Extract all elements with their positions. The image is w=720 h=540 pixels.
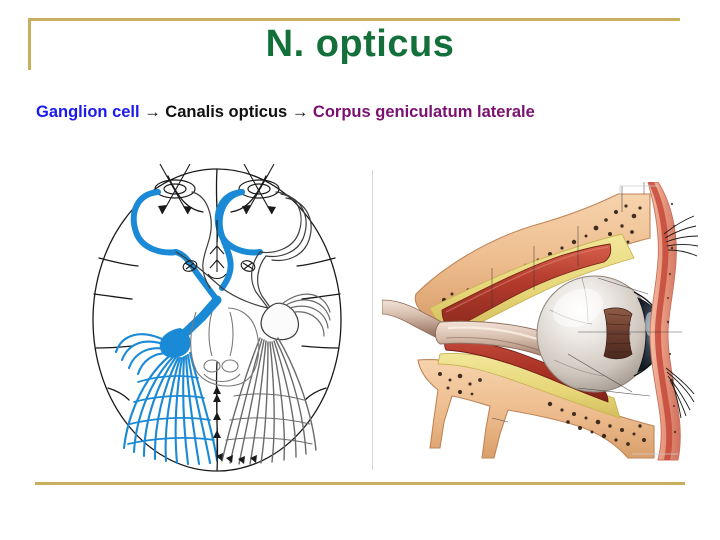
figures-row (0, 160, 720, 480)
bone-marrow-stipple-floor (438, 372, 646, 446)
pathway-step-corpus: Corpus (312, 103, 371, 121)
page-title: N. opticus (265, 23, 455, 65)
figure-divider (372, 170, 373, 470)
pathway-step-canalis-opticus: Canalis opticus (165, 103, 288, 121)
section-guide-lines (491, 182, 682, 423)
eyelashes-upper (663, 215, 699, 257)
pathway-step-geniculatum-laterale: geniculatum laterale (375, 103, 535, 121)
pathway-step-ganglion-cell: Ganglion cell (36, 103, 140, 121)
visual-pathway-diagram (72, 162, 362, 477)
conjunctival-vessel-strip (648, 182, 673, 460)
pathway-text: Ganglion cell → Canalis opticus → Corpus… (36, 101, 556, 125)
globe-highlight (552, 288, 604, 328)
eye-in-orbit-illustration (382, 182, 702, 462)
pathway-arrow-2: → (287, 103, 313, 121)
gold-rule-bottom (35, 482, 685, 485)
eyelashes-lower (665, 367, 695, 419)
ciliary-body (603, 307, 633, 360)
pathway-arrow-1: → (139, 103, 166, 121)
gold-rule-top (28, 18, 680, 21)
gold-rule-left (28, 18, 31, 70)
